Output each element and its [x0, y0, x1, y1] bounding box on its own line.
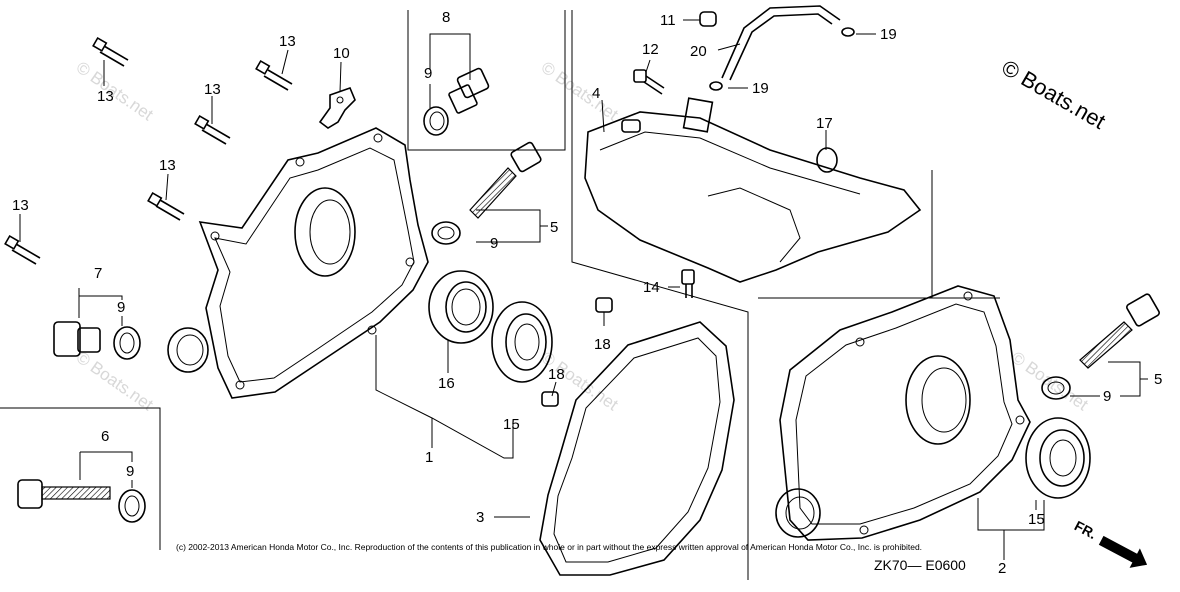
crankcase-cover-2: [775, 285, 1031, 541]
callout-13: 13: [204, 81, 221, 98]
callout-9: 9: [117, 299, 125, 316]
callout-6: 6: [101, 428, 109, 445]
copyright-notice: (c) 2002-2013 American Honda Motor Co., …: [176, 542, 922, 552]
watermark: © Boats.net: [73, 348, 157, 415]
callout-15: 15: [503, 416, 520, 433]
watermark: © Boats.net: [538, 58, 622, 125]
drain-plug-7: [53, 321, 101, 357]
brand-watermark: © Boats.net: [998, 55, 1110, 134]
drain-plug-8: [448, 67, 490, 114]
crankcase-cover-1: [167, 127, 429, 399]
callout-9: 9: [424, 65, 432, 82]
callout-18: 18: [594, 336, 611, 353]
frame-lines: [0, 10, 1000, 580]
callout-14: 14: [643, 279, 660, 296]
callout-13: 13: [159, 157, 176, 174]
callout-9: 9: [126, 463, 134, 480]
callout-13: 13: [12, 197, 29, 214]
callout-9: 9: [490, 235, 498, 252]
callout-8: 8: [442, 9, 450, 26]
watermark: © Boats.net: [73, 58, 157, 125]
bolt-13-a: [92, 36, 129, 67]
oil-tank-4: [584, 97, 922, 283]
callout-labels: 13 13 13 13 13 10 8 9 9 5 7 9 6 9 16 15 …: [12, 9, 1162, 577]
callout-15: 15: [1028, 511, 1045, 528]
o-ring-17: [816, 147, 838, 173]
front-direction-arrow-icon: FR.: [1072, 517, 1148, 568]
dipstick-6: [17, 479, 111, 509]
gasket-3: [539, 321, 735, 576]
breather-tube-20-b: [729, 13, 833, 81]
washer-9-b: [431, 221, 461, 245]
watermark-group: © Boats.net © Boats.net © Boats.net © Bo…: [73, 58, 1092, 415]
dipstick-5-a: [469, 141, 542, 219]
washer-9-c: [113, 326, 141, 360]
callout-19: 19: [880, 26, 897, 43]
callout-9: 9: [1103, 388, 1111, 405]
diagram-code: ZK70— E0600: [874, 557, 966, 573]
callout-13: 13: [97, 88, 114, 105]
bolt-12: [633, 69, 665, 95]
callout-7: 7: [94, 265, 102, 282]
callout-10: 10: [333, 45, 350, 62]
oil-seal-16: [428, 270, 494, 344]
bolt-13-d: [147, 191, 185, 221]
callout-20: 20: [690, 43, 707, 60]
callout-16: 16: [438, 375, 455, 392]
clip-19-b: [709, 81, 723, 91]
bolt-13-b: [255, 59, 293, 91]
clip-19-a: [841, 27, 855, 37]
callout-1: 1: [425, 449, 433, 466]
washer-9-e: [1041, 376, 1071, 400]
washer-9-d: [118, 489, 146, 523]
callout-13: 13: [279, 33, 296, 50]
callout-2: 2: [998, 560, 1006, 577]
bearing-15-a: [491, 301, 553, 383]
dipstick-5-b: [1079, 293, 1160, 369]
callout-5: 5: [1154, 371, 1162, 388]
callout-11: 11: [660, 12, 676, 29]
callout-12: 12: [642, 41, 659, 58]
callout-5: 5: [550, 219, 558, 236]
washer-9-a: [423, 106, 449, 136]
dowel-pin-18-b: [541, 391, 559, 407]
callout-4: 4: [592, 85, 600, 102]
callout-19: 19: [752, 80, 769, 97]
bolt-14: [681, 269, 695, 298]
bracket-10: [318, 86, 356, 129]
leader-lines: [19, 19, 1148, 560]
clip-11: [699, 11, 717, 27]
callout-18: 18: [548, 366, 565, 383]
callout-17: 17: [816, 115, 833, 132]
callout-3: 3: [476, 509, 484, 526]
bolt-13-e: [4, 234, 41, 265]
bolt-13-c: [194, 114, 231, 145]
direction-label: FR.: [1072, 517, 1099, 542]
dowel-pin-18-a: [595, 297, 613, 313]
bearing-15-b: [1025, 417, 1091, 499]
gasket-3-inner: [553, 337, 721, 563]
